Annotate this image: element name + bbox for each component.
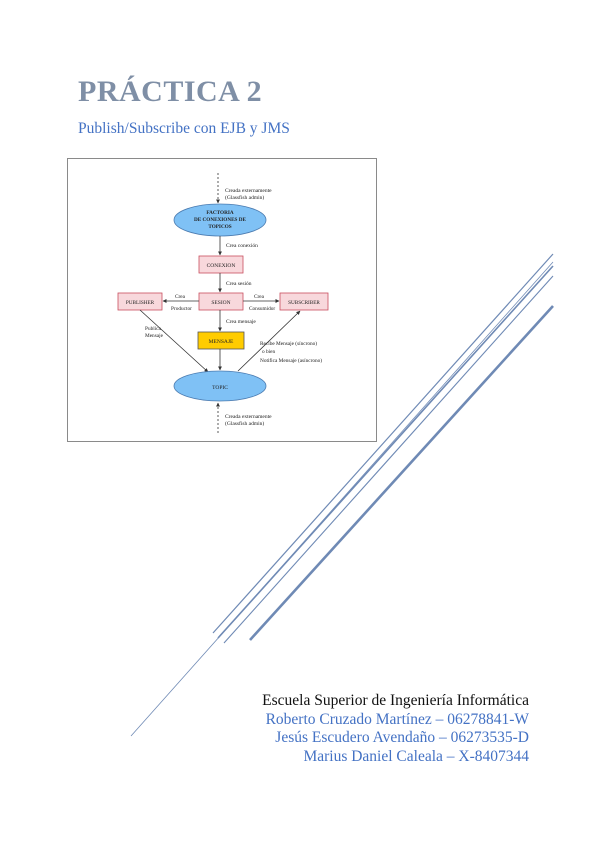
crea-consumidor-line1: Crea <box>254 294 265 300</box>
crea-sesion-label: Crea sesión <box>226 281 252 287</box>
crea-consumidor-line2: Consumidor <box>249 306 275 312</box>
sesion-box <box>198 292 244 311</box>
recibe-line3: Notifica Mensaje (asíncrono) <box>260 357 322 364</box>
bottom-note-line1: Creada externamente <box>225 414 272 420</box>
recibe-line2: o bien <box>262 349 275 355</box>
recibe-line1: Recibe Mensaje (síncrono) <box>260 340 317 347</box>
mensaje-box <box>197 331 245 350</box>
factory-label-line3: TOPICOS <box>208 224 231 230</box>
subscriber-label: SUBSCRIBER <box>288 300 320 306</box>
crea-productor-line1: Crea <box>175 294 186 300</box>
document-subtitle: Publish/Subscribe con EJB y JMS <box>78 120 290 137</box>
footer-block: Escuela Superior de Ingeniería Informáti… <box>262 692 529 766</box>
bottom-note-line2: (Glassfish admin) <box>225 420 264 427</box>
crea-conexion-label: Crea conexión <box>226 243 258 249</box>
deco-line-3 <box>223 275 554 644</box>
author-1: Roberto Cruzado Martínez – 06278841-W <box>265 710 529 728</box>
publica-line1: Publica <box>145 326 162 332</box>
topic-label: TOPIC <box>212 385 228 391</box>
deco-line-thick <box>249 305 554 641</box>
author-2: Jesús Escudero Avendaño – 06273535-D <box>275 729 529 746</box>
factory-label-line2: DE CONEXIONES DE <box>194 217 246 223</box>
deco-line-1 <box>212 253 554 634</box>
crea-mensaje-label: Crea mensaje <box>226 319 256 325</box>
factory-label-line1: FACTORIA <box>206 210 233 216</box>
topic-ellipse <box>173 370 267 402</box>
crea-productor-line2: Productor <box>171 306 192 312</box>
document-title: PRÁCTICA 2 <box>78 75 263 108</box>
author-3: Marius Daniel Caleala – X-8407344 <box>303 747 529 765</box>
conexion-label: CONEXION <box>207 263 236 269</box>
publica-line2: Mensaje <box>145 333 164 339</box>
publisher-label: PUBLISHER <box>126 300 155 306</box>
arrow-publisher-topic <box>139 309 209 373</box>
pubsub-diagram: Creada externamente (Glassfish admin) FA… <box>117 173 329 433</box>
mensaje-label: MENSAJE <box>209 339 234 345</box>
school-name: Escuela Superior de Ingeniería Informáti… <box>262 692 529 709</box>
subscriber-box <box>279 292 329 311</box>
arrow-topic-subscriber <box>237 310 301 372</box>
deco-line-thin <box>130 261 554 737</box>
top-note-line1: Creada externamente <box>225 188 272 194</box>
conexion-box <box>198 255 244 274</box>
top-note-line2: (Glassfish admin) <box>225 194 264 201</box>
pubsub-diagram-figure: Creada externamente (Glassfish admin) FA… <box>67 158 377 442</box>
sesion-label: SESION <box>211 300 230 306</box>
deco-line-2 <box>217 265 554 639</box>
